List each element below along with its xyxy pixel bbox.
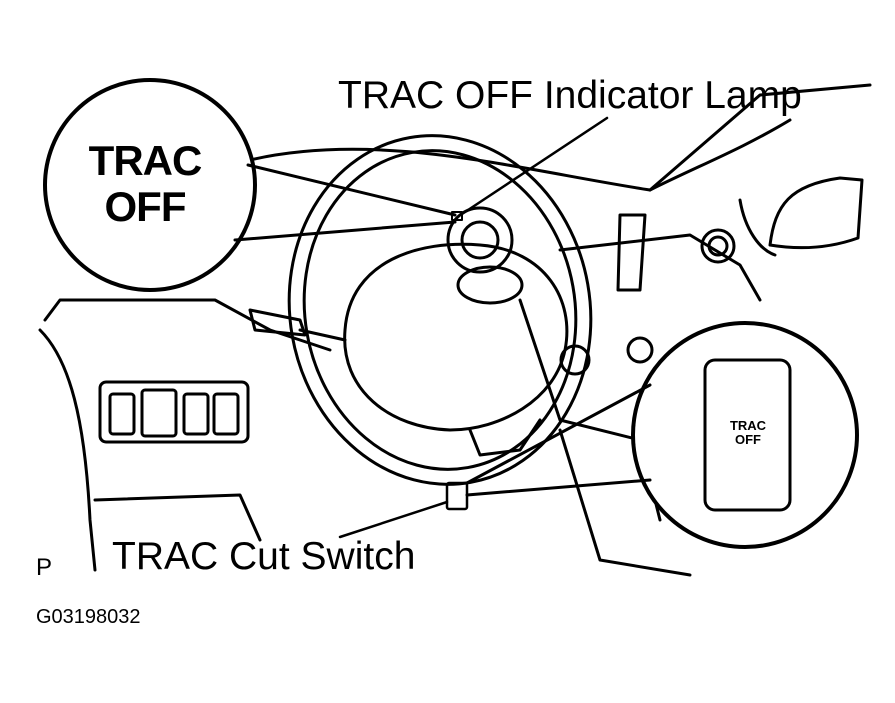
lamp-face-line2: OFF bbox=[104, 183, 187, 230]
switch-callout-line-lower bbox=[465, 478, 652, 497]
switch-3 bbox=[182, 392, 210, 436]
lamp-face-text: TRAC OFF bbox=[60, 138, 230, 230]
switch-callout-line-upper bbox=[465, 383, 652, 485]
switch-4 bbox=[212, 392, 240, 436]
mirror-mount bbox=[738, 198, 777, 257]
switch-leader-line bbox=[338, 500, 449, 539]
figure-code: G03198032 bbox=[36, 606, 141, 628]
switch-1 bbox=[108, 392, 136, 436]
lamp-callout-line-lower bbox=[233, 220, 457, 242]
gauge-cluster bbox=[446, 206, 514, 274]
p-mark: P bbox=[36, 554, 53, 581]
lamp-leader-line bbox=[460, 116, 609, 216]
left-spoke bbox=[298, 328, 347, 342]
switch-face-text: TRAC OFF bbox=[708, 419, 788, 447]
lamp-callout-line-upper bbox=[246, 163, 457, 217]
center-vent-slot bbox=[616, 213, 647, 292]
right-vent bbox=[700, 228, 736, 264]
cut-switch-label: TRAC Cut Switch bbox=[112, 535, 416, 578]
cut-switch-mark bbox=[445, 481, 469, 511]
right-vent-inner bbox=[707, 235, 729, 257]
lower-spoke bbox=[468, 418, 542, 457]
airbag-hub bbox=[343, 242, 569, 432]
steering-wheel-rim-inner bbox=[302, 149, 578, 471]
gauge-inner bbox=[460, 220, 500, 260]
column-stalk bbox=[248, 308, 307, 337]
switch-cluster-frame bbox=[98, 380, 250, 444]
lamp-face-line1: TRAC bbox=[88, 137, 203, 184]
center-console bbox=[558, 428, 692, 577]
lamp-callout-circle bbox=[43, 78, 257, 292]
switch-face-outline bbox=[703, 358, 792, 512]
center-vent-2 bbox=[626, 336, 654, 364]
lower-panel bbox=[93, 493, 262, 542]
windshield-pillar bbox=[648, 83, 872, 192]
dash-top-outline bbox=[248, 118, 792, 192]
switch-2 bbox=[140, 388, 178, 438]
left-dash-panel bbox=[43, 298, 332, 352]
dash-right-panel bbox=[558, 233, 762, 302]
side-mirror bbox=[768, 176, 864, 250]
indicator-lamp-mark bbox=[451, 211, 463, 221]
airbag-center bbox=[456, 265, 524, 305]
switch-face-line2: OFF bbox=[735, 432, 761, 447]
switch-face-line1: TRAC bbox=[729, 418, 767, 433]
left-lower-dash bbox=[38, 328, 97, 572]
indicator-lamp-label: TRAC OFF Indicator Lamp bbox=[338, 74, 802, 117]
